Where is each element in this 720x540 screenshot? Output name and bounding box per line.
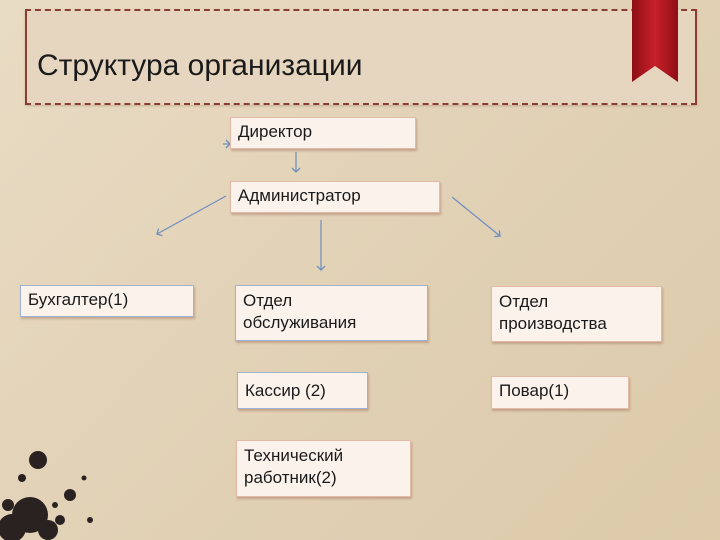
node-cook: Повар(1) bbox=[491, 376, 629, 409]
node-technical-worker: Технический работник(2) bbox=[236, 440, 411, 497]
node-label-line1: Технический bbox=[244, 445, 410, 467]
node-label: Бухгалтер(1) bbox=[28, 289, 193, 311]
node-label: Директор bbox=[238, 121, 415, 143]
node-label-line1: Отдел bbox=[499, 291, 661, 313]
node-label-line2: производства bbox=[499, 313, 661, 335]
node-label-line2: работник(2) bbox=[244, 467, 410, 489]
node-production-department: Отдел производства bbox=[491, 286, 662, 342]
node-label-line1: Отдел bbox=[243, 290, 427, 312]
node-label: Администратор bbox=[238, 185, 439, 207]
arrow-admin-to-production bbox=[452, 197, 500, 236]
node-service-department: Отдел обслуживания bbox=[235, 285, 428, 341]
arrow-admin-to-accountant bbox=[157, 196, 226, 234]
node-director: Директор bbox=[230, 117, 416, 149]
node-administrator: Администратор bbox=[230, 181, 440, 213]
node-accountant: Бухгалтер(1) bbox=[20, 285, 194, 317]
node-cashier: Кассир (2) bbox=[237, 372, 368, 409]
node-label-line2: обслуживания bbox=[243, 312, 427, 334]
node-label: Кассир (2) bbox=[245, 380, 367, 402]
node-label: Повар(1) bbox=[499, 380, 628, 402]
